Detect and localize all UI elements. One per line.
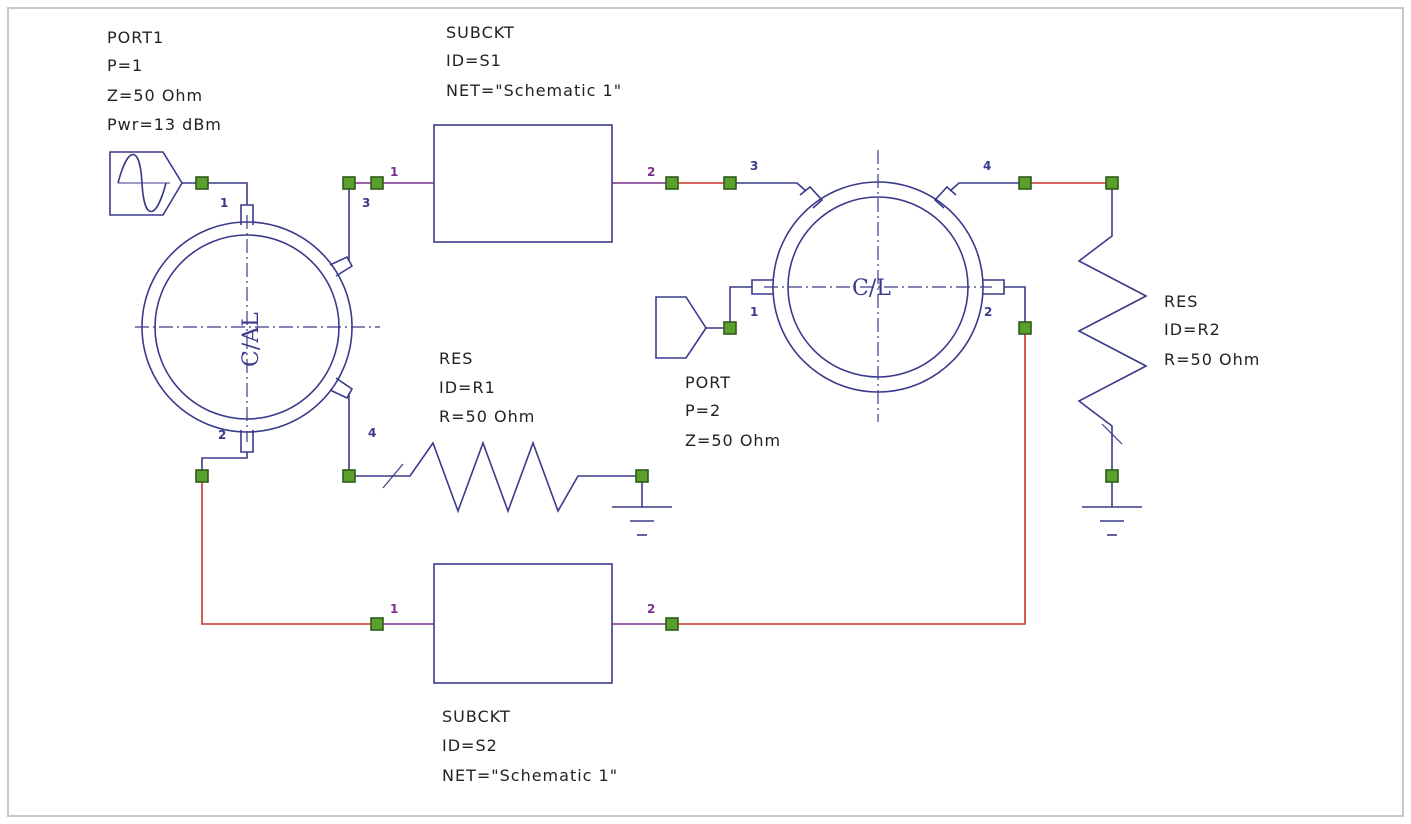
pin-cr1: 1 xyxy=(750,305,758,319)
port1-symbol[interactable] xyxy=(109,151,202,216)
node-s1-out[interactable] xyxy=(665,176,679,190)
red-wires xyxy=(201,182,1112,625)
pin-s1-1: 1 xyxy=(390,165,398,179)
coupler-right-symbol[interactable] xyxy=(729,150,1026,422)
port2-label: PORT P=2 Z=50 Ohm xyxy=(685,373,781,450)
pin-cl3: 3 xyxy=(362,196,370,210)
wire-s2-out-to-cr2[interactable] xyxy=(672,328,1026,625)
node-s1-in[interactable] xyxy=(370,176,384,190)
node-cr2[interactable] xyxy=(1018,321,1032,335)
res-r2-label: RES ID=R2 R=50 Ohm xyxy=(1164,292,1260,369)
node-r2-ground[interactable] xyxy=(1105,469,1119,483)
node-port2[interactable] xyxy=(723,321,737,335)
node-cr4[interactable] xyxy=(1018,176,1032,190)
node-s2-in[interactable] xyxy=(370,617,384,631)
pin-s2-2: 2 xyxy=(647,602,655,616)
node-s2-out[interactable] xyxy=(665,617,679,631)
subckt-s2-symbol[interactable] xyxy=(433,563,613,684)
node-cl3[interactable] xyxy=(342,176,356,190)
pin-cr3: 3 xyxy=(750,159,758,173)
pin-cl4: 4 xyxy=(368,426,376,440)
pin-cl1: 1 xyxy=(220,196,228,210)
node-r2-top[interactable] xyxy=(1105,176,1119,190)
coupler-left-symbol[interactable] xyxy=(135,182,380,476)
node-port1[interactable] xyxy=(195,176,209,190)
node-cr3[interactable] xyxy=(723,176,737,190)
port1-label: PORT1 P=1 Z=50 Ohm Pwr=13 dBm xyxy=(107,28,222,134)
canvas-frame xyxy=(7,7,1404,817)
node-cl2[interactable] xyxy=(195,469,209,483)
subckt-s1-symbol[interactable] xyxy=(433,124,613,243)
coupler-left-label: C/AL xyxy=(239,312,264,367)
node-r1-ground[interactable] xyxy=(635,469,649,483)
coupler-right-label: C/L xyxy=(852,276,891,301)
subckt-s1-label: SUBCKT ID=S1 NET="Schematic 1" xyxy=(446,23,622,100)
node-cl4[interactable] xyxy=(342,469,356,483)
res-r1-symbol[interactable] xyxy=(349,440,642,514)
pin-s1-2: 2 xyxy=(647,165,655,179)
pin-s2-1: 1 xyxy=(390,602,398,616)
pin-cl2: 2 xyxy=(218,428,226,442)
res-r2-symbol[interactable] xyxy=(1077,183,1148,476)
subckt-s2-label: SUBCKT ID=S2 NET="Schematic 1" xyxy=(442,707,618,785)
pin-cr4: 4 xyxy=(983,159,991,173)
pin-numbers: 1 3 2 4 1 2 3 4 1 2 1 2 xyxy=(218,159,992,616)
wire-cl2-to-s2-in[interactable] xyxy=(201,476,377,625)
nodes xyxy=(195,176,1119,631)
res-r1-label: RES ID=R1 R=50 Ohm xyxy=(439,349,535,426)
pin-cr2: 2 xyxy=(984,305,992,319)
